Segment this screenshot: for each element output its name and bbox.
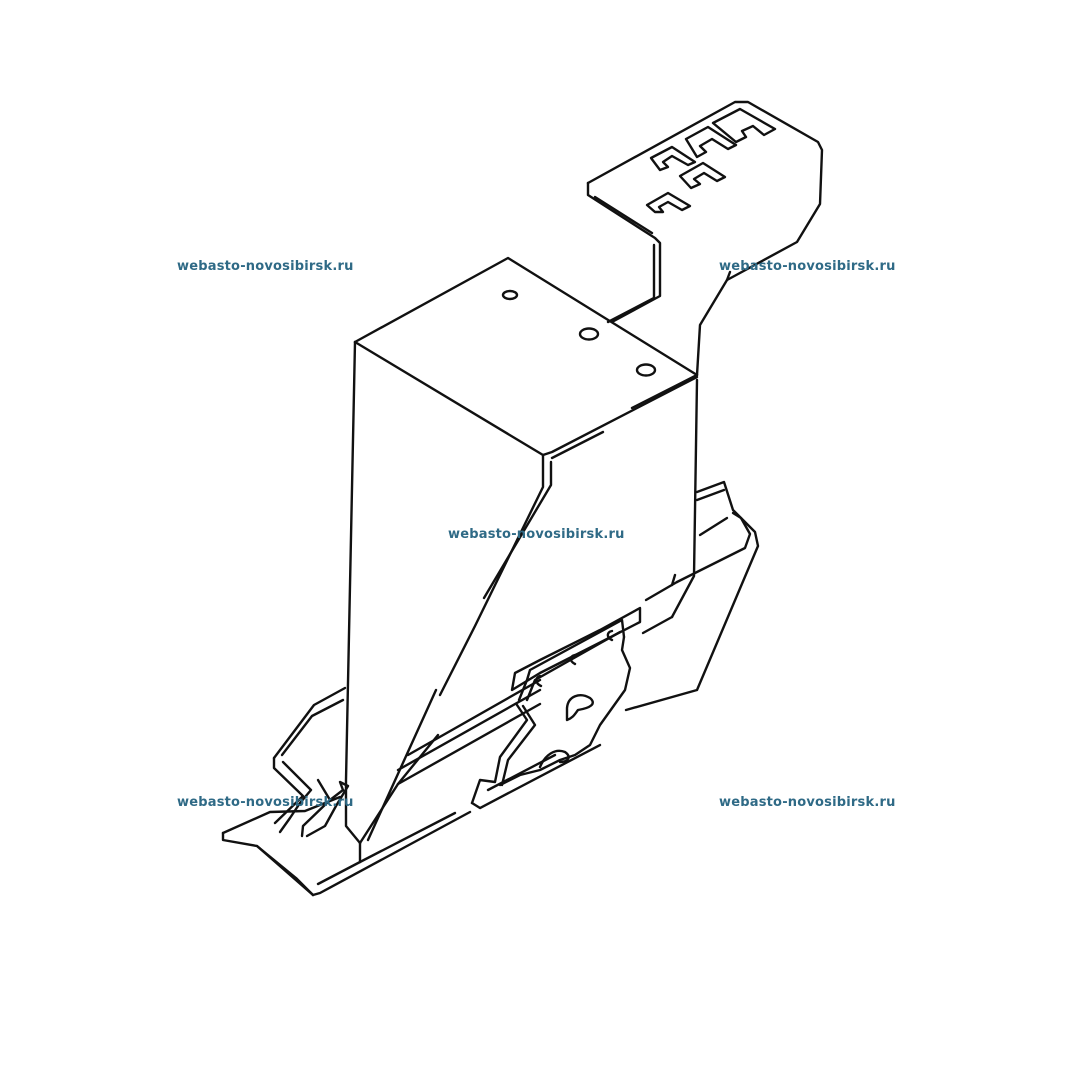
- mounting-holes: [501, 289, 657, 377]
- box-body: [344, 256, 699, 845]
- watermark-bottom-right: webasto-novosibirsk.ru: [719, 795, 896, 810]
- watermark-top-left: webasto-novosibirsk.ru: [177, 259, 354, 274]
- watermark-center: webasto-novosibirsk.ru: [448, 527, 625, 542]
- clip-assembly: [470, 606, 642, 810]
- watermark-top-right: webasto-novosibirsk.ru: [719, 259, 896, 274]
- base-tray: [221, 480, 760, 897]
- upper-flange: [586, 100, 824, 377]
- watermark-bottom-left: webasto-novosibirsk.ru: [177, 795, 354, 810]
- drawing-strokes: [221, 100, 824, 897]
